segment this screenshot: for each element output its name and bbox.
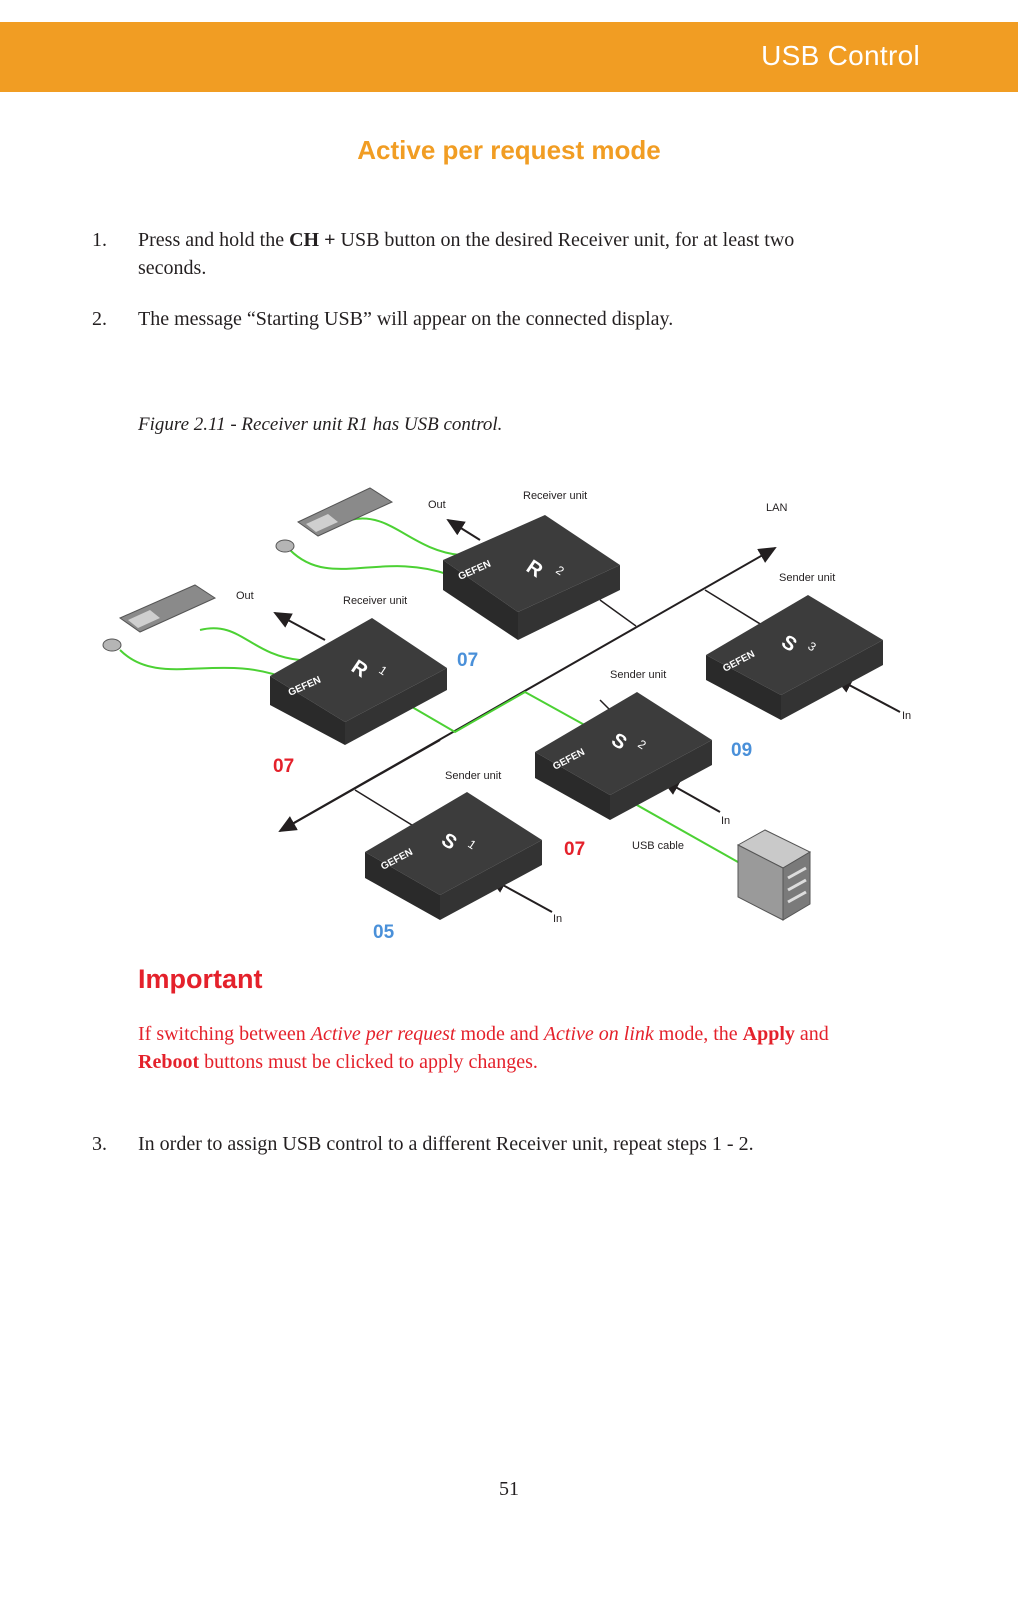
label-sender-unit: Sender unit [779,572,835,584]
label-receiver-unit: Receiver unit [523,490,587,502]
header-bar: USB Control [0,22,1018,92]
important-text: If switching between [138,1023,311,1045]
section-title: Active per request mode [357,135,661,165]
important-text: and [794,1023,829,1045]
lan-line-tail [278,739,441,832]
step-number: 1. [92,229,107,251]
mode-name: Active per request [310,1023,456,1045]
page-number: 51 [499,1478,519,1500]
important-text: buttons must be clicked to apply changes… [199,1051,538,1073]
sender-unit-s1: GEFEN S 1 [365,792,542,920]
button-name: Apply [742,1023,795,1045]
important-text: mode and [455,1023,544,1045]
step-number: 3. [92,1133,107,1155]
branch-r2 [599,599,637,627]
step-text: In order to assign USB control to a diff… [138,1133,754,1155]
important-body: If switching between Active per request … [138,1020,878,1076]
label-in: In [902,710,911,722]
branch-s3 [704,589,771,631]
mouse-icon [102,638,122,652]
mouse-cable-r1 [119,649,291,681]
channel-s2: 07 [564,839,585,860]
receiver-unit-r2: GEFEN R 2 [443,515,620,640]
label-sender-unit: Sender unit [445,770,501,782]
computer-icon [736,829,812,921]
label-lan: LAN [766,502,787,514]
usb-cable [627,799,746,867]
kbd-cable-r2 [349,517,461,556]
label-out: Out [428,499,446,511]
channel-r2: 07 [457,650,478,671]
channel-r1: 07 [273,756,294,777]
important-text: mode, the [653,1023,743,1045]
header-title: USB Control [761,40,920,71]
network-diagram: GEFEN R 2 GEFEN R 1 GEFEN S 3 GEFEN S 2 … [102,487,911,943]
sender-unit-s3: GEFEN S 3 [706,595,883,720]
mouse-cable-r2 [289,549,451,576]
label-sender-unit: Sender unit [610,669,666,681]
sender-unit-s2: GEFEN S 2 [535,692,712,820]
label-in: In [553,913,562,925]
important-title: Important [138,964,263,994]
keyboard-icon [118,584,217,633]
mode-name: Active on link [543,1023,654,1045]
button-name: CH + [289,229,336,251]
step-text-part: USB button on the desired Receiver unit,… [138,229,795,279]
mouse-icon [275,539,295,553]
kbd-cable-r1 [199,627,301,661]
keyboard-icon [297,487,394,537]
out-arrow-r2 [446,518,481,541]
step-number: 2. [92,308,107,330]
step-text-part: Press and hold the [138,229,290,251]
figure-caption: Figure 2.11 - Receiver unit R1 has USB c… [138,414,503,435]
receiver-unit-r1: GEFEN R 1 [270,618,447,745]
out-arrow-r1 [273,612,326,641]
channel-s1: 05 [373,922,395,943]
step-text: The message “Starting USB” will appear o… [138,308,674,330]
label-usb-cable: USB cable [632,840,684,852]
branch-s1 [354,789,421,831]
step-text: Press and hold the CH + USB button on th… [138,226,858,282]
label-out: Out [236,590,254,602]
channel-s3: 09 [731,740,752,761]
button-name: Reboot [138,1051,200,1073]
label-receiver-unit: Receiver unit [343,595,407,607]
label-in: In [721,815,730,827]
usb-link-r1-s2 [399,690,591,734]
